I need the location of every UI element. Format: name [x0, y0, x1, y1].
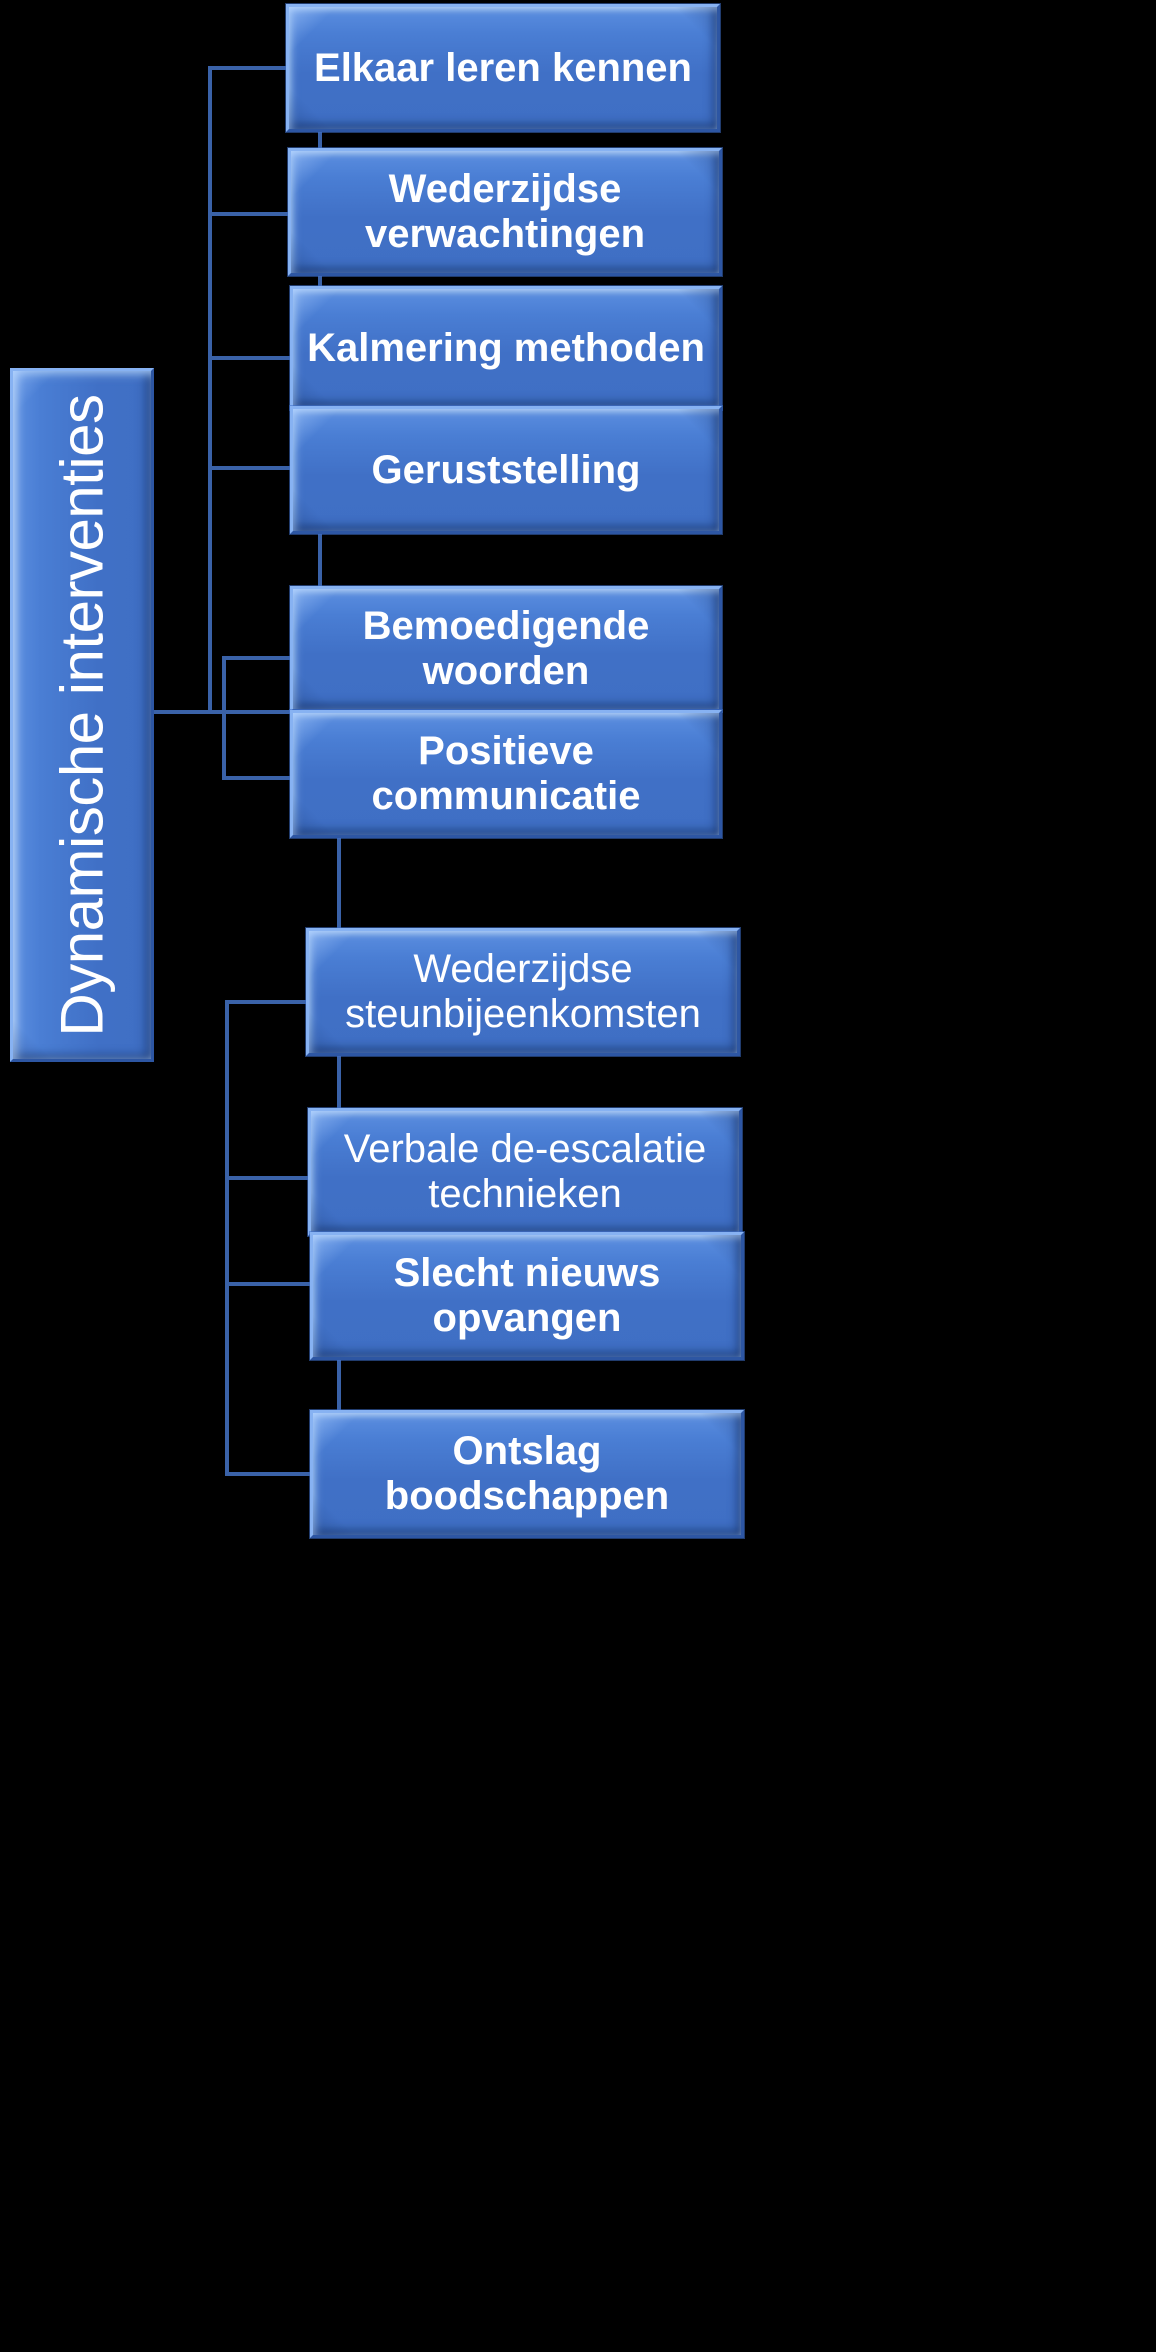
node-label: Elkaar leren kennen: [314, 45, 692, 90]
node-kalmering-methoden[interactable]: Kalmering methoden: [290, 286, 722, 410]
node-wederzijdse-steunbijeenkomsten[interactable]: Wederzijdse steunbijeenkomsten: [306, 928, 740, 1056]
connector-branch-3: [208, 356, 320, 360]
node-wederzijdse-verwachtingen[interactable]: Wederzijdse verwachtingen: [288, 148, 722, 276]
node-label: Positieve communicatie: [371, 729, 641, 818]
node-label: Ontslag boodschappen: [384, 1429, 670, 1518]
node-positieve-communicatie[interactable]: Positieve communicatie: [290, 710, 722, 838]
root-node-dynamische-interventies[interactable]: Dynamische interventies: [10, 368, 154, 1062]
connector-branch-1-v: [208, 66, 212, 214]
connector-branch-10: [225, 1472, 342, 1476]
node-label: Geruststelling: [371, 447, 641, 492]
connector-branch-2: [208, 212, 320, 216]
connector-branch-mid-v: [222, 656, 226, 780]
connector-branch-10-v: [225, 1282, 229, 1476]
root-node-label: Dynamische interventies: [48, 393, 116, 1037]
node-label: Kalmering methoden: [307, 325, 705, 370]
connector-branch-7: [225, 1000, 340, 1004]
node-geruststelling[interactable]: Geruststelling: [290, 406, 722, 534]
node-label: Wederzijdse verwachtingen: [364, 167, 646, 256]
node-bemoedigende-woorden[interactable]: Bemoedigende woorden: [290, 586, 722, 712]
node-label: Wederzijdse steunbijeenkomsten: [345, 947, 701, 1036]
connector-branch-1: [208, 66, 320, 70]
connector-branch-7-v: [225, 1000, 229, 1180]
node-ontslag-boodschappen[interactable]: Ontslag boodschappen: [310, 1410, 744, 1538]
node-label: Verbale de-escalatie technieken: [343, 1127, 707, 1216]
node-label: Slecht nieuws opvangen: [393, 1251, 661, 1340]
node-verbale-de-escalatie-technieken[interactable]: Verbale de-escalatie technieken: [308, 1108, 742, 1236]
node-label: Bemoedigende woorden: [362, 604, 650, 693]
connector-branch-9-v: [225, 1176, 229, 1286]
connector-branch-8: [225, 1176, 340, 1180]
connector-branch-9: [225, 1282, 340, 1286]
connector-branch-5: [222, 656, 322, 660]
connector-root-to-trunk: [148, 710, 324, 714]
connector-branch-4: [208, 466, 320, 470]
connector-branch-upper-v: [208, 212, 212, 712]
node-elkaar-leren-kennen[interactable]: Elkaar leren kennen: [286, 4, 720, 132]
connector-branch-6: [222, 776, 342, 780]
node-slecht-nieuws-opvangen[interactable]: Slecht nieuws opvangen: [310, 1232, 744, 1360]
